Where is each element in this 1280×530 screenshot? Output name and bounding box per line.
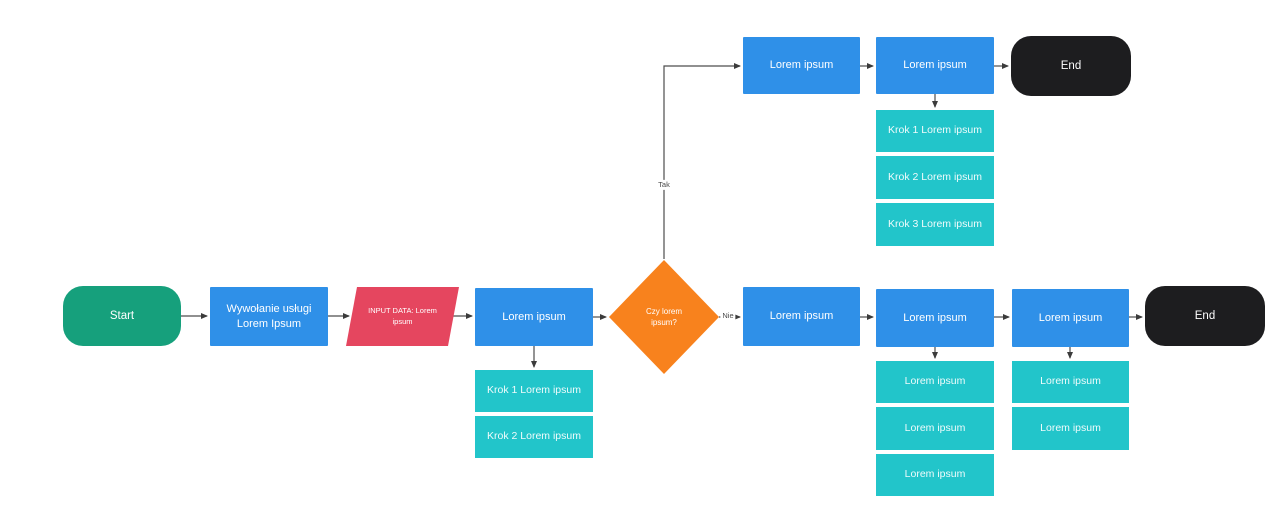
node-label-t2-krok1: Krok 1 Lorem ipsum (888, 124, 982, 137)
node-label-p1-krok2: Krok 2 Lorem ipsum (487, 430, 581, 443)
node-b3[interactable]: Lorem ipsum (1012, 289, 1129, 347)
node-b2-step3[interactable]: Lorem ipsum (876, 454, 994, 496)
node-label-t1: Lorem ipsum (769, 59, 834, 72)
node-b3-step2[interactable]: Lorem ipsum (1012, 407, 1129, 450)
node-b2-step1[interactable]: Lorem ipsum (876, 361, 994, 403)
node-t2[interactable]: Lorem ipsum (876, 37, 994, 94)
node-b3-step1[interactable]: Lorem ipsum (1012, 361, 1129, 403)
node-label-b3: Lorem ipsum (1038, 311, 1103, 324)
node-end-top[interactable]: End (1011, 36, 1131, 96)
node-label-b2-step1: Lorem ipsum (904, 375, 966, 388)
node-label-t2: Lorem ipsum (903, 59, 967, 72)
edge-label-decision-to-b1: Nie (720, 310, 736, 322)
node-t2-krok1[interactable]: Krok 1 Lorem ipsum (876, 110, 994, 152)
node-t2-krok3[interactable]: Krok 3 Lorem ipsum (876, 203, 994, 246)
node-decision[interactable]: Czy lorem ipsum? (609, 260, 719, 374)
node-p1-krok2[interactable]: Krok 2 Lorem ipsum (475, 416, 593, 458)
node-label-end-bottom: End (1194, 309, 1216, 322)
node-t2-krok2[interactable]: Krok 2 Lorem ipsum (876, 156, 994, 199)
node-start[interactable]: Start (63, 286, 181, 346)
node-label-p1-krok1: Krok 1 Lorem ipsum (487, 384, 581, 397)
node-label-p1: Lorem ipsum (502, 310, 566, 323)
node-label-b2-step2: Lorem ipsum (904, 421, 966, 434)
node-p1-krok1[interactable]: Krok 1 Lorem ipsum (475, 370, 593, 412)
node-label-b3-step2: Lorem ipsum (1040, 421, 1101, 434)
node-b2-step2[interactable]: Lorem ipsum (876, 407, 994, 450)
node-label-decision: Czy lorem ipsum? (645, 306, 682, 327)
node-label-end-top: End (1060, 59, 1082, 72)
connector-decision-to-t1[interactable] (663, 63, 741, 259)
node-input-data[interactable]: INPUT DATA: Lorem ipsum (346, 287, 459, 346)
edge-label-decision-to-t1: Tak (656, 179, 672, 191)
node-b2[interactable]: Lorem ipsum (876, 289, 994, 347)
node-label-start: Start (109, 309, 135, 322)
node-t1[interactable]: Lorem ipsum (743, 37, 860, 94)
node-call[interactable]: Wywołanie usługi Lorem Ipsum (210, 287, 328, 346)
node-label-b2-step3: Lorem ipsum (904, 468, 966, 481)
node-label-b3-step1: Lorem ipsum (1040, 375, 1101, 388)
node-p1[interactable]: Lorem ipsum (475, 288, 593, 346)
node-b1[interactable]: Lorem ipsum (743, 287, 860, 346)
node-end-bottom[interactable]: End (1145, 286, 1265, 346)
node-label-input-data: INPUT DATA: Lorem ipsum (368, 306, 437, 326)
node-label-t2-krok2: Krok 2 Lorem ipsum (888, 170, 982, 183)
node-label-call: Wywołanie usługi Lorem Ipsum (226, 303, 312, 330)
node-label-b2: Lorem ipsum (903, 311, 967, 324)
node-label-t2-krok3: Krok 3 Lorem ipsum (888, 217, 982, 230)
node-label-b1: Lorem ipsum (769, 310, 834, 323)
